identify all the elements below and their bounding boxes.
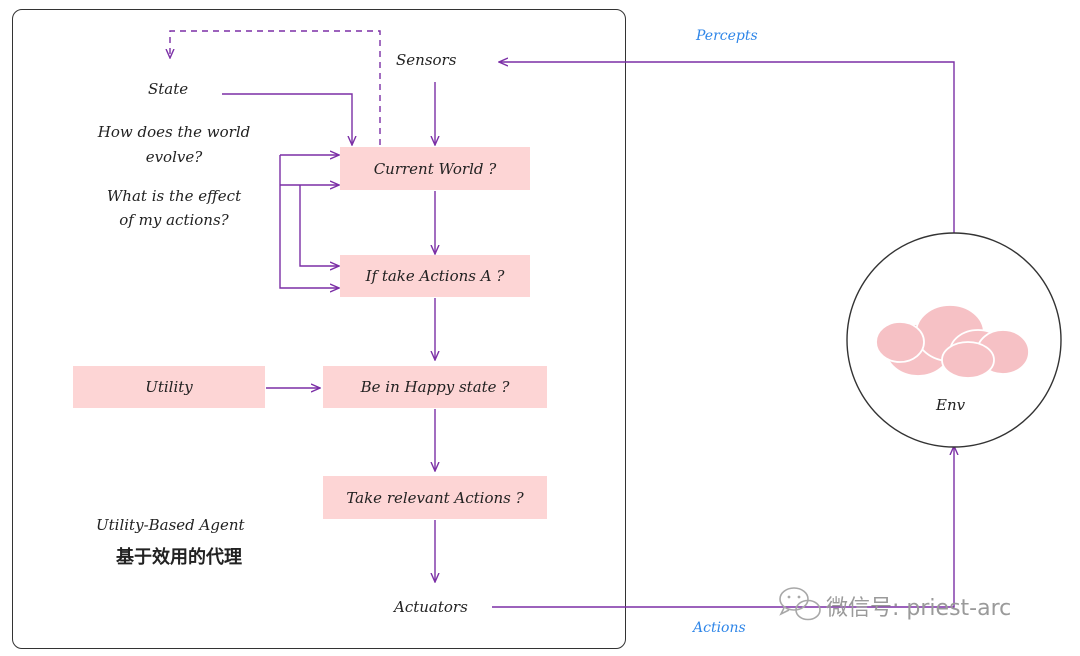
arrow-actuators-to-env (492, 446, 954, 608)
if-take-actions-label: If take Actions A ? (365, 267, 505, 285)
wechat-icon (779, 587, 821, 621)
cloud-icon (875, 304, 1030, 379)
take-actions-label: Take relevant Actions ? (346, 488, 524, 507)
agent-title-en: Utility-Based Agent (96, 516, 245, 534)
agent-boundary (12, 9, 626, 649)
action-effect-label: What is the effect of my actions? (86, 184, 262, 232)
utility-label: Utility (145, 378, 193, 396)
current-world-box: Current World ? (340, 147, 530, 190)
take-actions-box: Take relevant Actions ? (323, 476, 547, 519)
agent-title-zh: 基于效用的代理 (116, 547, 242, 568)
arrow-effect-to-if-take-actions (299, 185, 339, 266)
action-effect-line1: What is the effect (106, 187, 242, 205)
actuators-label: Actuators (394, 598, 468, 616)
happy-state-box: Be in Happy state ? (323, 366, 547, 408)
env-label: Env (936, 396, 966, 414)
watermark-text: 微信号: priest-arc (826, 596, 1012, 621)
percepts-label: Percepts (696, 28, 758, 44)
current-world-label: Current World ? (373, 159, 497, 178)
state-label: State (148, 80, 189, 98)
world-evolve-line1: How does the world (97, 123, 251, 141)
world-evolve-line2: evolve? (145, 148, 203, 166)
action-effect-line2: of my actions? (119, 211, 229, 229)
actions-label: Actions (693, 620, 746, 636)
arrow-feedback-to-state (170, 30, 381, 145)
world-evolve-label: How does the world evolve? (86, 120, 262, 170)
happy-state-label: Be in Happy state ? (360, 378, 510, 396)
if-take-actions-box: If take Actions A ? (340, 255, 530, 297)
arrow-env-to-sensors (499, 62, 955, 236)
bracket-world-model (279, 155, 339, 288)
sensors-label: Sensors (396, 51, 457, 69)
arrow-state-to-current-world (222, 93, 352, 145)
utility-box: Utility (73, 366, 265, 408)
